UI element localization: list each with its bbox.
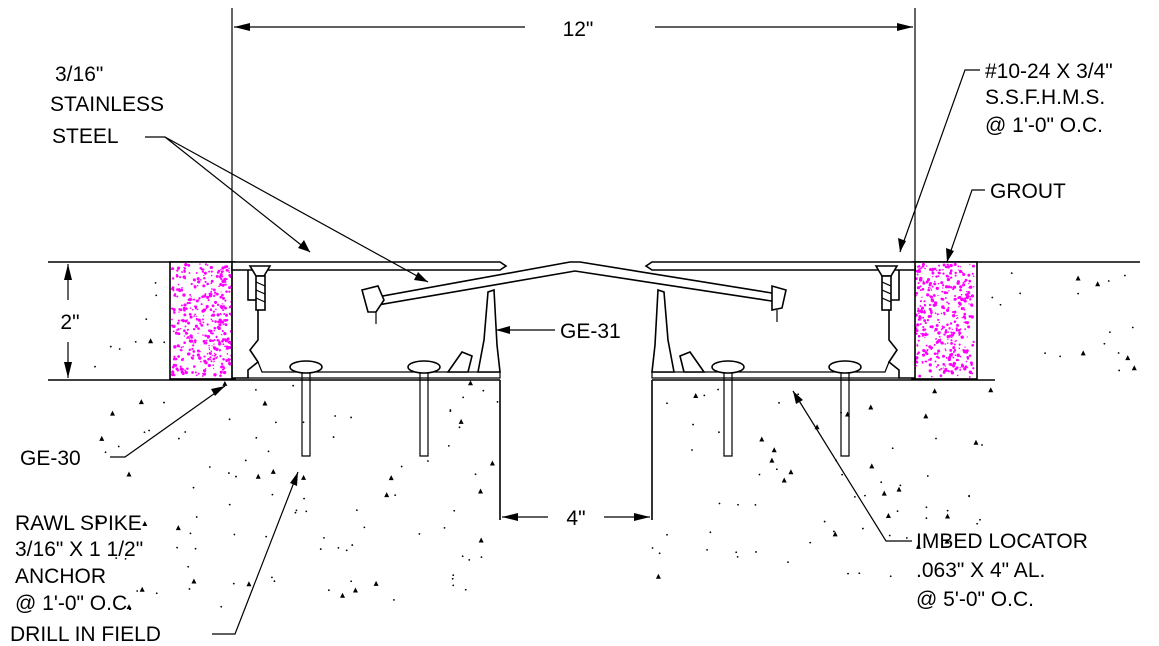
callout-ge31: GE-31 — [560, 320, 621, 343]
leader-locator — [792, 390, 912, 542]
concrete-slab-left — [48, 261, 501, 520]
callout-anchor-line-1: RAWL SPIKE — [15, 512, 142, 535]
screw-right — [874, 265, 899, 311]
callout-locator: IMBED LOCATOR .063" X 4" AL. @ 5'-0" O.C… — [916, 530, 1088, 611]
callout-anchor-line-3: ANCHOR — [15, 565, 106, 588]
plate-bolt-left — [361, 285, 385, 324]
dimension-2-label: 2" — [60, 311, 79, 334]
ge31-gasket-right — [651, 288, 706, 373]
anchor-3 — [711, 360, 745, 457]
anchor-4 — [828, 360, 862, 457]
callout-locator-line-2: .063" X 4" AL. — [916, 559, 1045, 582]
callout-anchor-line-4: @ 1'-0" O.C. — [15, 592, 133, 615]
callout-locator-line-3: @ 5'-0" O.C. — [916, 588, 1034, 611]
leader-stainless-steel — [145, 136, 429, 283]
callout-stainless-steel: 3/16" STAINLESS STEEL — [50, 63, 164, 148]
callout-stainless-line-3: STEEL — [52, 125, 119, 148]
grout-block-left — [169, 261, 236, 380]
dimension-gap: 4" — [502, 507, 650, 530]
anchor-1 — [289, 360, 323, 457]
cover-plate-left — [231, 261, 508, 271]
leader-ge30 — [110, 385, 226, 458]
leader-grout — [946, 189, 985, 263]
callout-screw: #10-24 X 3/4" S.S.F.H.M.S. @ 1'-0" O.C. — [985, 60, 1113, 137]
screw-left — [248, 265, 272, 311]
plate-bolt-right — [771, 284, 787, 322]
leader-anchor — [212, 471, 299, 635]
grout-block-right — [911, 261, 978, 380]
callout-grout: GROUT — [990, 180, 1066, 203]
callout-anchor-line-2: 3/16" X 1 1/2" — [15, 538, 143, 561]
callout-ge30: GE-30 — [20, 447, 81, 470]
callout-stainless-line-2: STAINLESS — [50, 93, 164, 116]
dimension-depth: 2" — [60, 264, 80, 378]
callout-screw-line-2: S.S.F.H.M.S. — [985, 86, 1105, 109]
dimension-12-label: 12" — [563, 18, 594, 41]
dimension-overall-width: 12" — [231, 8, 916, 262]
leader-screw — [898, 69, 980, 253]
callout-stainless-line-1: 3/16" — [55, 63, 103, 86]
concrete-aggregate-hatch — [94, 272, 1137, 610]
callout-screw-line-1: #10-24 X 3/4" — [985, 60, 1113, 83]
leader-ge31 — [496, 326, 555, 334]
anchor-2 — [407, 360, 441, 457]
dimension-4-label: 4" — [566, 507, 585, 530]
callout-screw-line-3: @ 1'-0" O.C. — [985, 114, 1103, 137]
callout-locator-line-1: IMBED LOCATOR — [916, 530, 1088, 553]
cover-plate-right — [644, 261, 916, 271]
callout-anchor-line-5: DRILL IN FIELD — [10, 623, 161, 646]
callout-anchor: RAWL SPIKE 3/16" X 1 1/2" ANCHOR @ 1'-0"… — [10, 512, 161, 646]
ge31-gasket-left — [446, 288, 501, 373]
